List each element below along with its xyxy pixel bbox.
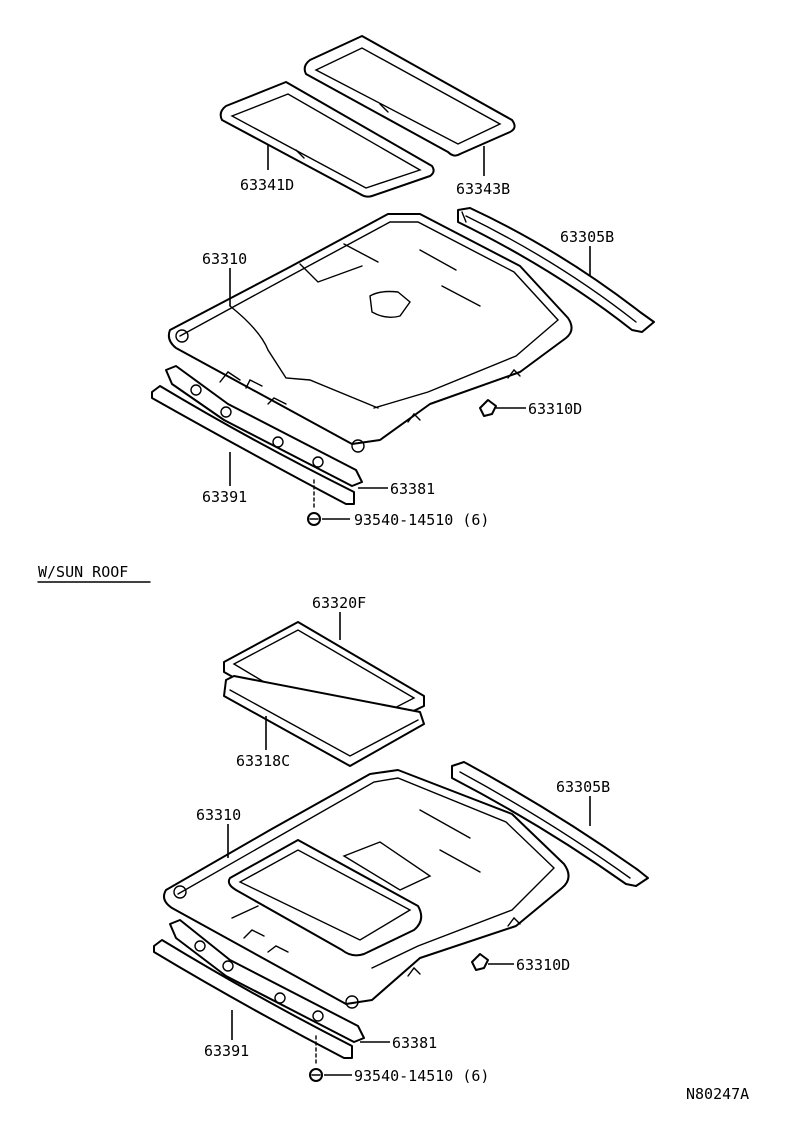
side-rail-top <box>457 207 655 333</box>
standard-roof-group: 63341D 63343B 63310 63305B 63310D 63381 … <box>151 35 655 529</box>
sunroof-seal <box>223 675 425 767</box>
sunroof-group: 63320F 63318C 63305B 63310 63310D 63381 … <box>153 594 649 1085</box>
label-63381-bottom: 63381 <box>392 1034 437 1052</box>
clip-top <box>479 399 497 417</box>
screw-bottom <box>309 1035 323 1082</box>
front-molding-top <box>151 385 355 505</box>
screw-top <box>307 479 321 526</box>
diagram-code: N80247A <box>686 1085 749 1103</box>
label-63343B: 63343B <box>456 180 510 198</box>
front-retainer-bottom <box>169 919 365 1043</box>
clip-bottom <box>471 953 489 971</box>
headliner-top <box>167 213 573 453</box>
label-63305B-bottom: 63305B <box>556 778 610 796</box>
section-label-sunroof: W/SUN ROOF <box>38 563 128 581</box>
label-63305B-top: 63305B <box>560 228 614 246</box>
front-retainer-top <box>165 365 363 487</box>
label-63310-top: 63310 <box>202 250 247 268</box>
label-63391-bottom: 63391 <box>204 1042 249 1060</box>
label-63341D: 63341D <box>240 176 294 194</box>
label-63391-top: 63391 <box>202 488 247 506</box>
headliner-bottom <box>163 769 570 1009</box>
label-screw-bottom: 93540-14510 (6) <box>354 1067 489 1085</box>
label-screw-top: 93540-14510 (6) <box>354 511 489 529</box>
sunshade-right-panel <box>303 35 516 157</box>
label-63310D-top: 63310D <box>528 400 582 418</box>
label-63310-bottom: 63310 <box>196 806 241 824</box>
sunshade-left-panel <box>219 81 435 198</box>
label-63318C: 63318C <box>236 752 290 770</box>
side-rail-bottom <box>451 761 649 887</box>
label-63320F: 63320F <box>312 594 366 612</box>
front-molding-bottom <box>153 939 353 1059</box>
label-63310D-bottom: 63310D <box>516 956 570 974</box>
label-63381-top: 63381 <box>390 480 435 498</box>
